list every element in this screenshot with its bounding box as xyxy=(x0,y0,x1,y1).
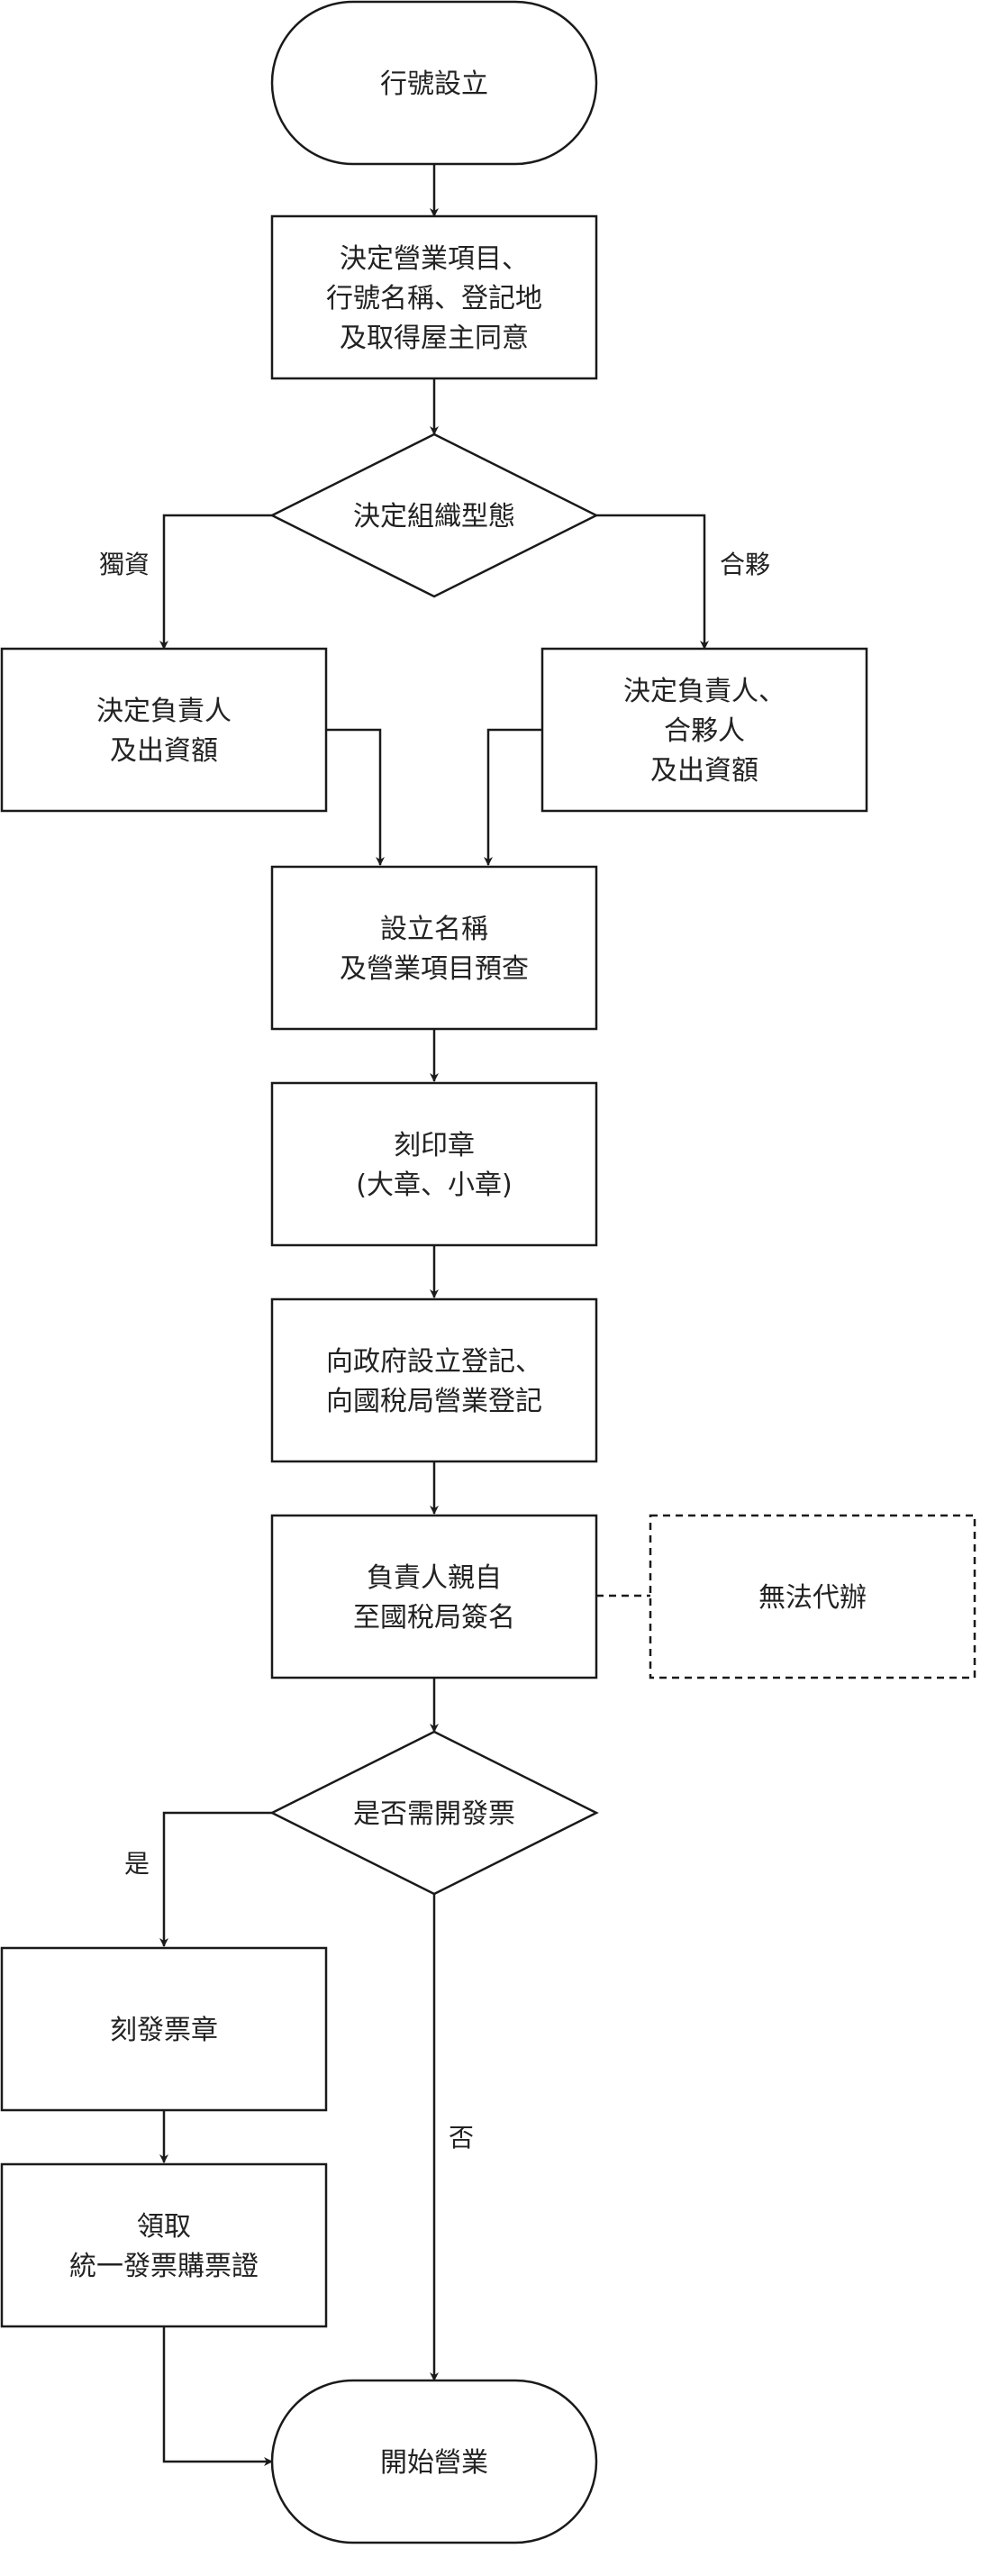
decide-org-diamond xyxy=(269,432,599,598)
need-invoice-label-line: 是否需開發票 xyxy=(353,1798,515,1830)
partnership-label: 決定負責人、合夥人及出資額 xyxy=(623,676,786,787)
edge-sole-to-precheck xyxy=(326,728,385,866)
sign-in-person-label: 負責人親自至國稅局簽名 xyxy=(353,1562,515,1634)
node-decide-business: 決定營業項目、行號名稱、登記地及取得屋主同意 xyxy=(270,214,598,380)
carve-seal-label-line: (大章、小章) xyxy=(356,1170,512,1201)
edge-receive-cert-to-end xyxy=(162,2326,273,2466)
carve-seal-label: 刻印章 (大章、小章) xyxy=(356,1130,512,1201)
decide-business-label-line: 決定營業項目、 xyxy=(340,243,529,275)
carve-seal-box xyxy=(270,1081,598,1247)
edge-partner-to-precheck xyxy=(484,728,542,866)
edge-label-sole: 獨資 xyxy=(99,550,150,579)
sole-owner-label: 決定負責人及出資額 xyxy=(96,696,232,767)
cannot-delegate-label: 無法代辦 xyxy=(758,1582,867,1614)
partnership-label-line: 決定負責人、 xyxy=(623,676,786,707)
name-precheck-box xyxy=(270,865,598,1031)
partnership-label-line: 及出資額 xyxy=(650,755,758,787)
name-precheck-label: 設立名稱及營業項目預查 xyxy=(340,914,529,985)
edges xyxy=(159,164,709,2466)
decide-business-label: 決定營業項目、行號名稱、登記地及取得屋主同意 xyxy=(326,243,542,354)
sign-in-person-label-line: 至國稅局簽名 xyxy=(353,1602,515,1634)
receive-cert-label: 領取統一發票購票證 xyxy=(69,2211,259,2282)
decide-business-label-line: 及取得屋主同意 xyxy=(340,323,529,354)
edge-label-no: 否 xyxy=(449,2123,474,2153)
node-sign-in-person: 負責人親自至國稅局簽名 xyxy=(270,1514,598,1679)
register-label: 向政府設立登記、向國稅局營業登記 xyxy=(326,1346,542,1417)
start-label: 行號設立 xyxy=(380,68,488,100)
node-partnership: 決定負責人、合夥人及出資額 xyxy=(540,647,868,813)
node-cannot-delegate: 無法代辦 xyxy=(649,1514,976,1679)
sign-in-person-label-line: 負責人親自 xyxy=(367,1562,502,1594)
edge-decide-org-to-sole xyxy=(159,514,272,650)
node-invoice-seal: 刻發票章 xyxy=(0,1946,328,2112)
decide-org-label-line: 決定組織型態 xyxy=(353,501,515,532)
receive-cert-label-line: 領取 xyxy=(137,2211,191,2243)
sole-owner-label-line: 決定負責人 xyxy=(96,696,232,727)
invoice-seal-box xyxy=(0,1946,328,2112)
invoice-seal-label: 刻發票章 xyxy=(110,2015,218,2046)
register-box xyxy=(270,1297,598,1463)
edge-label-partner: 合夥 xyxy=(720,550,770,579)
invoice-seal-label-line: 刻發票章 xyxy=(110,2015,218,2046)
name-precheck-label-line: 及營業項目預查 xyxy=(340,953,529,985)
edge-need-invoice-to-invoice-seal xyxy=(159,1811,272,1947)
need-invoice-label: 是否需開發票 xyxy=(353,1798,515,1830)
decide-business-label-line: 行號名稱、登記地 xyxy=(326,283,542,314)
node-need-invoice: 是否需開發票 xyxy=(269,1730,599,1896)
need-invoice-diamond xyxy=(269,1730,599,1896)
receive-cert-box xyxy=(0,2162,328,2328)
sole-owner-label-line: 及出資額 xyxy=(110,735,218,767)
name-precheck-label-line: 設立名稱 xyxy=(380,914,488,945)
carve-seal-label-line: 刻印章 xyxy=(394,1130,475,1161)
node-sole-owner: 決定負責人及出資額 xyxy=(0,647,328,813)
node-end: 開始營業 xyxy=(270,2379,598,2544)
end-label-line: 開始營業 xyxy=(380,2447,488,2479)
register-label-line: 向國稅局營業登記 xyxy=(326,1386,542,1417)
edge-decide-org-to-partner xyxy=(596,514,709,650)
partnership-label-line: 合夥人 xyxy=(664,715,745,747)
decide-business-box xyxy=(270,214,598,380)
decide-org-label: 決定組織型態 xyxy=(353,501,515,532)
cannot-delegate-label-line: 無法代辦 xyxy=(758,1582,867,1614)
partnership-box xyxy=(540,647,868,813)
sign-in-person-box xyxy=(270,1514,598,1679)
edge-label-yes: 是 xyxy=(124,1849,150,1879)
end-label: 開始營業 xyxy=(380,2447,488,2479)
cannot-delegate-dashed-box xyxy=(649,1514,976,1679)
end-terminal-shape xyxy=(270,2379,598,2544)
start-terminal-shape xyxy=(270,0,598,166)
register-label-line: 向政府設立登記、 xyxy=(326,1346,542,1378)
receive-cert-label-line: 統一發票購票證 xyxy=(69,2251,259,2282)
node-decide-org: 決定組織型態 xyxy=(269,432,599,598)
node-receive-cert: 領取統一發票購票證 xyxy=(0,2162,328,2328)
sole-owner-box xyxy=(0,647,328,813)
start-label-line: 行號設立 xyxy=(380,68,488,100)
node-carve-seal: 刻印章 (大章、小章) xyxy=(270,1081,598,1247)
node-name-precheck: 設立名稱及營業項目預查 xyxy=(270,865,598,1031)
edge-labels: 獨資 合夥 是 否 xyxy=(99,550,770,2153)
node-register: 向政府設立登記、向國稅局營業登記 xyxy=(270,1297,598,1463)
node-start: 行號設立 xyxy=(270,0,598,166)
